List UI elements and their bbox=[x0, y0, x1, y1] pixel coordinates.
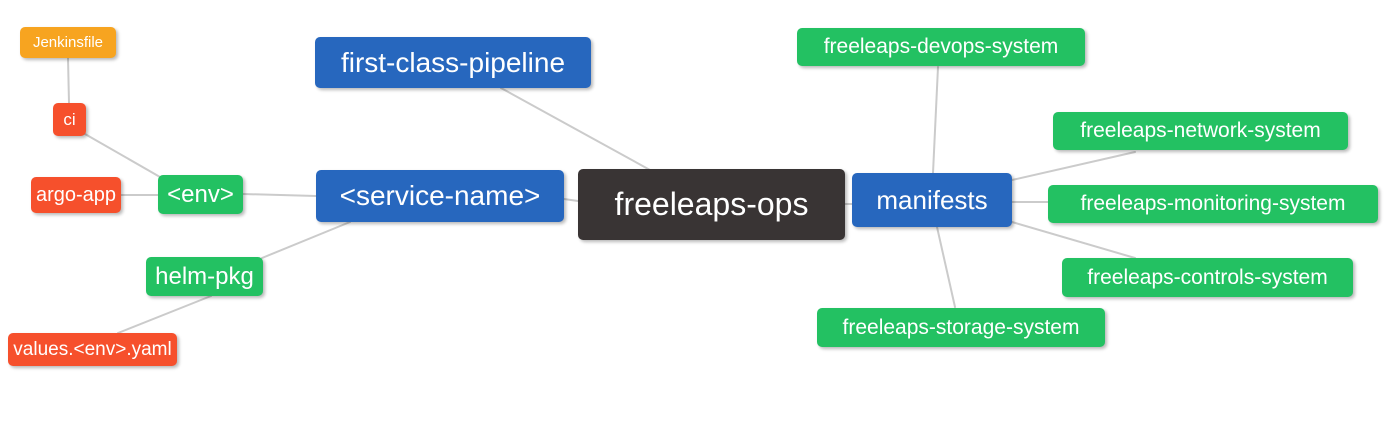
node-ci[interactable]: ci bbox=[53, 103, 86, 136]
edge-ci-to-env bbox=[84, 133, 161, 178]
node-jenkinsfile[interactable]: Jenkinsfile bbox=[20, 27, 116, 58]
edge-manifests-to-network-system bbox=[1011, 151, 1136, 181]
edge-env-to-service-name bbox=[242, 193, 317, 197]
node-manifests[interactable]: manifests bbox=[852, 173, 1012, 227]
node-values-env-yaml[interactable]: values.<env>.yaml bbox=[8, 333, 177, 366]
edge-manifests-to-storage-system bbox=[936, 226, 956, 308]
edge-service-name-to-freeleaps-ops bbox=[563, 198, 579, 202]
node-helm-pkg[interactable]: helm-pkg bbox=[146, 257, 263, 296]
node-network-system[interactable]: freeleaps-network-system bbox=[1053, 112, 1348, 150]
node-service-name[interactable]: <service-name> bbox=[316, 170, 564, 222]
edge-first-class-pipeline-to-freeleaps-ops bbox=[500, 87, 651, 171]
node-env[interactable]: <env> bbox=[158, 175, 243, 214]
edge-manifests-to-controls-system bbox=[1011, 221, 1136, 259]
node-devops-system[interactable]: freeleaps-devops-system bbox=[797, 28, 1085, 66]
edge-service-name-to-helm-pkg bbox=[261, 221, 351, 259]
node-storage-system[interactable]: freeleaps-storage-system bbox=[817, 308, 1105, 347]
node-freeleaps-ops[interactable]: freeleaps-ops bbox=[578, 169, 845, 240]
edge-jenkinsfile-to-ci bbox=[67, 57, 70, 104]
node-argo-app[interactable]: argo-app bbox=[31, 177, 121, 213]
edge-helm-pkg-to-values-env-yaml bbox=[117, 295, 212, 334]
edge-manifests-to-devops-system bbox=[932, 66, 939, 174]
node-controls-system[interactable]: freeleaps-controls-system bbox=[1062, 258, 1353, 297]
node-monitoring-system[interactable]: freeleaps-monitoring-system bbox=[1048, 185, 1378, 223]
node-first-class-pipeline[interactable]: first-class-pipeline bbox=[315, 37, 591, 88]
